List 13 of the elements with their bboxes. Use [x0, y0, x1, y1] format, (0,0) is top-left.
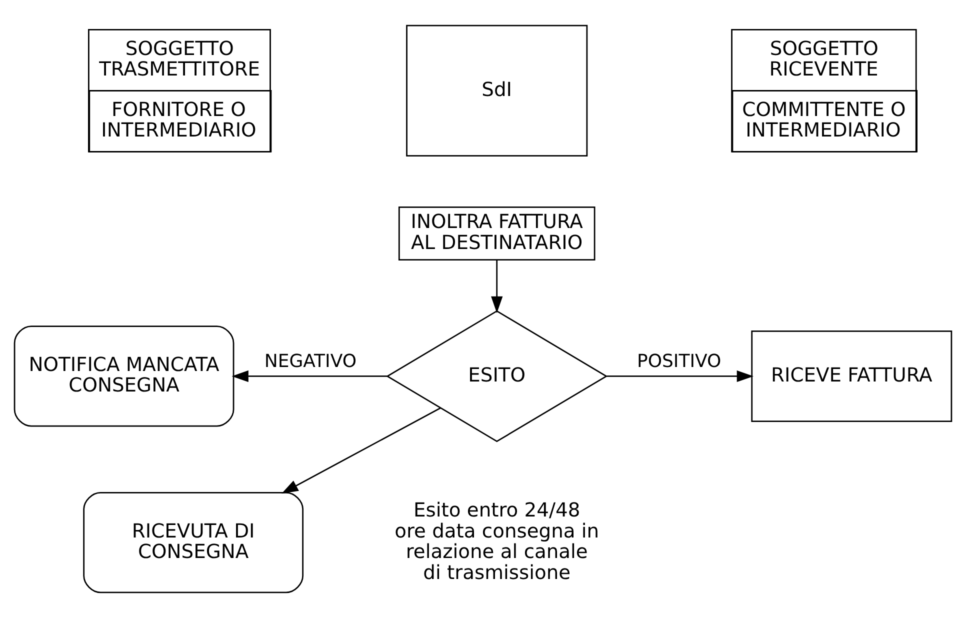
label: Esito entro 24/48 ore data consegna in relazione al canale di trasmissione	[394, 498, 599, 584]
arrow	[490, 259, 502, 313]
edge-label: POSITIVO	[636, 350, 721, 372]
node-box: INOLTRA FATTURA AL DESTINATARIO	[398, 206, 595, 260]
node-box: NOTIFICA MANCATA CONSEGNA	[13, 325, 234, 426]
edge-label: NEGATIVO	[264, 350, 356, 372]
arrow	[606, 370, 753, 382]
node-box: RICEVE FATTURA	[750, 330, 952, 422]
node-box: RICEVUTA DI CONSEGNA	[82, 491, 304, 593]
node-box: SdI	[406, 24, 588, 156]
arrow	[231, 370, 387, 382]
node-diamond: ESITO	[386, 310, 608, 442]
arrow	[281, 406, 440, 494]
